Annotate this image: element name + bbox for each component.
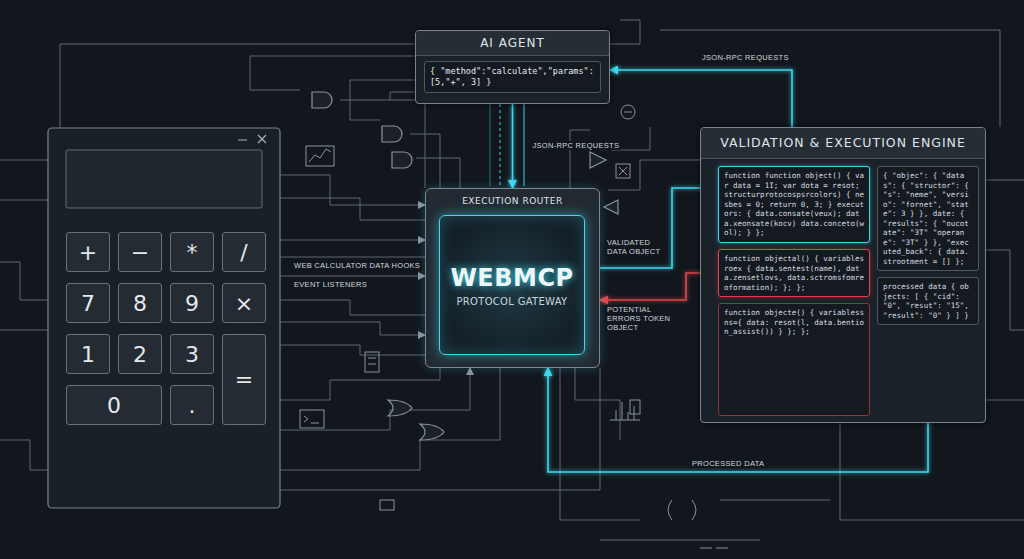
flow-label: JSON-RPC REQUESTS <box>700 53 791 62</box>
flow-label: JSON-RPC REQUESTS <box>531 141 622 150</box>
key-label: 3 <box>185 342 199 367</box>
flow-label: VALIDATED DATA OBJECT <box>605 238 667 256</box>
window-title: AI AGENT <box>416 31 609 56</box>
key-label: − <box>131 240 149 265</box>
calculator-key: 8 <box>118 283 162 323</box>
calculator-key: × <box>222 283 266 323</box>
calculator-key: / <box>222 232 266 272</box>
calculator-key: . <box>170 385 214 425</box>
request-code: { "method":"calculate","params":[5,"+", … <box>424 61 601 93</box>
engine-window: VALIDATION & EXECUTION ENGINE function fu… <box>700 127 986 423</box>
key-label: 1 <box>81 342 95 367</box>
key-label: . <box>189 393 196 418</box>
window-title: VALIDATION & EXECUTION ENGINE <box>701 128 985 159</box>
key-label: 0 <box>107 393 121 418</box>
box-heading: EXECUTION ROUTER <box>426 189 599 206</box>
code-block: function objectal() { variablesroex { da… <box>718 249 870 297</box>
json-block: { "objec": { "datas": { "structor": { "s… <box>877 166 979 271</box>
code-block: function function object() { var data = … <box>718 166 870 243</box>
calculator-key: 2 <box>118 334 162 374</box>
code-text: function function object() { var data = … <box>724 171 864 238</box>
calculator-key: 7 <box>66 283 110 323</box>
key-label: 9 <box>185 291 199 316</box>
calculator-key: 9 <box>170 283 214 323</box>
key-label: = <box>235 367 253 392</box>
code-text: processed data { objects: [ { "cid": "0"… <box>883 282 973 320</box>
wire-label: EVENT LISTENERS <box>292 280 369 289</box>
key-label: * <box>187 240 198 265</box>
gateway-subtitle: PROTOCOL GATEWAY <box>457 296 568 307</box>
result-block: processed data { objects: [ { "cid": "0"… <box>877 277 979 325</box>
calculator-key: − <box>118 232 162 272</box>
code-text: function objectal() { variablesroex { da… <box>724 254 864 292</box>
wire-label: WEB CALCULATOR DATA HOOKS <box>292 261 422 270</box>
key-label: 7 <box>81 291 95 316</box>
key-label: / <box>240 240 247 265</box>
gateway-screen: WEBMCP PROTOCOL GATEWAY <box>439 215 585 355</box>
flow-label: PROCESSED DATA <box>690 459 766 468</box>
gateway-box: EXECUTION ROUTER WEBMCP PROTOCOL GATEWAY <box>425 188 600 368</box>
agent-window: AI AGENT { "method":"calculate","params":… <box>415 30 610 104</box>
calculator-key: = <box>222 334 266 425</box>
code-text: function objecte() { variablessns={ data… <box>724 308 864 337</box>
calculator-key: + <box>66 232 110 272</box>
key-label: 2 <box>133 342 147 367</box>
key-label: × <box>235 291 253 316</box>
key-label: 8 <box>133 291 147 316</box>
calculator-key: 3 <box>170 334 214 374</box>
code-block: function objecte() { variablessns={ data… <box>718 303 870 416</box>
calculator-key: * <box>170 232 214 272</box>
gateway-name: WEBMCP <box>450 264 573 292</box>
flow-label: POTENTIAL ERRORS TOKEN OBJECT <box>605 305 681 332</box>
calculator-key: 1 <box>66 334 110 374</box>
data-flow-arrow <box>610 70 792 127</box>
calculator-key: 0 <box>66 385 162 425</box>
data-flow-arrow <box>512 104 514 188</box>
code-text: { "method":"calculate","params":[5,"+", … <box>430 66 595 88</box>
key-label: + <box>79 240 97 265</box>
code-text: { "objec": { "datas": { "structor": { "s… <box>883 171 973 266</box>
